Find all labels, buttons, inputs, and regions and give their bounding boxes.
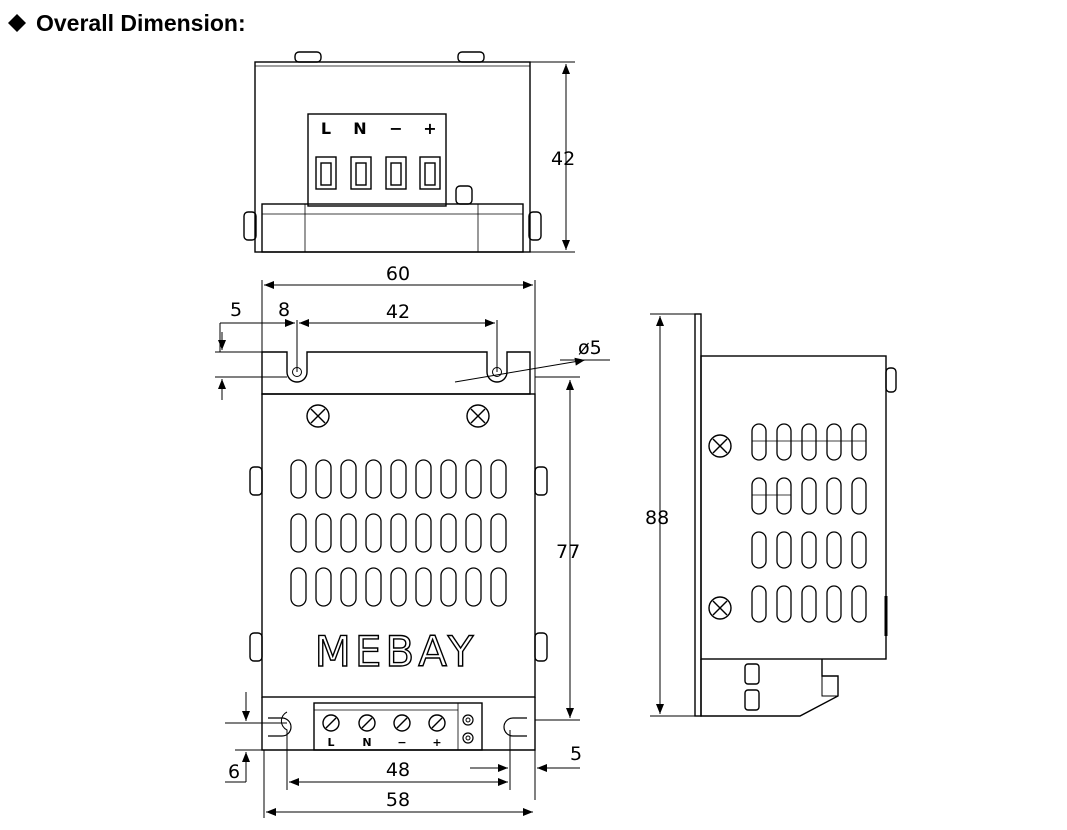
side-screw xyxy=(243,211,257,241)
cross-screw xyxy=(306,404,330,428)
cross-screw xyxy=(708,596,732,620)
front-body xyxy=(261,393,536,698)
diamond-icon xyxy=(8,14,26,32)
front-terminal-label-minus: − xyxy=(397,736,406,749)
side-connector xyxy=(700,659,839,717)
side-screw xyxy=(534,632,548,662)
section-heading: Overall Dimension: xyxy=(8,6,246,40)
top-terminal-label-n: N xyxy=(353,119,366,138)
dim-bottom-spacing: 48 xyxy=(386,759,410,781)
top-terminal-label-plus: + xyxy=(423,119,436,138)
adjust-knob xyxy=(455,185,473,205)
side-screw xyxy=(528,211,542,241)
side-view xyxy=(650,313,897,717)
dim-slot-offset: 8 xyxy=(278,299,290,321)
top-terminal-label-minus: − xyxy=(389,119,402,138)
cross-screw xyxy=(708,434,732,458)
terminal-slot xyxy=(315,156,337,190)
cross-screw xyxy=(466,404,490,428)
front-terminal-block xyxy=(313,702,483,751)
top-terminal-label-l: L xyxy=(321,119,331,138)
screw-head xyxy=(294,51,322,63)
side-mount-plate xyxy=(694,313,702,717)
front-terminal-label-plus: + xyxy=(432,736,441,749)
brand-logo: MEBAY xyxy=(315,627,478,676)
dim-body-height: 77 xyxy=(556,541,580,563)
dim-bottom-offset: 6 xyxy=(228,761,240,783)
dim-base-width: 58 xyxy=(386,789,410,811)
terminal-screw xyxy=(428,714,446,732)
terminal-screw xyxy=(322,714,340,732)
front-view xyxy=(249,351,548,751)
top-height-dim: 42 xyxy=(551,148,575,170)
top-view: L N − + xyxy=(243,51,575,253)
screw-head xyxy=(457,51,485,63)
dim-right-offset: 5 xyxy=(570,743,582,765)
dim-slot-spacing: 42 xyxy=(386,301,410,323)
top-terminal-block xyxy=(307,113,447,207)
terminal-screw xyxy=(358,714,376,732)
terminal-slot xyxy=(385,156,407,190)
front-terminal-label-l: L xyxy=(327,736,334,749)
side-screw xyxy=(534,466,548,496)
side-height-dim: 88 xyxy=(645,507,669,529)
side-screw xyxy=(249,466,263,496)
top-mount-tab xyxy=(261,351,531,395)
section-title: Overall Dimension: xyxy=(36,9,246,36)
terminal-slot xyxy=(419,156,441,190)
dim-overall-width: 60 xyxy=(386,263,410,285)
dim-left-offset: 5 xyxy=(230,299,242,321)
vent-grid xyxy=(290,459,507,607)
top-terminal-labels: L N − + xyxy=(321,119,437,138)
side-screw xyxy=(885,367,897,393)
side-screw xyxy=(249,632,263,662)
dim-hole-diameter: ø5 xyxy=(578,337,602,359)
front-terminal-label-n: N xyxy=(362,736,371,749)
front-terminal-labels: L N − + xyxy=(327,736,441,749)
side-body xyxy=(700,355,887,660)
front-dimension-lines xyxy=(215,280,610,818)
terminal-slot xyxy=(350,156,372,190)
terminal-screw xyxy=(393,714,411,732)
mounting-plate xyxy=(261,203,524,253)
side-vent-grid xyxy=(751,423,867,623)
